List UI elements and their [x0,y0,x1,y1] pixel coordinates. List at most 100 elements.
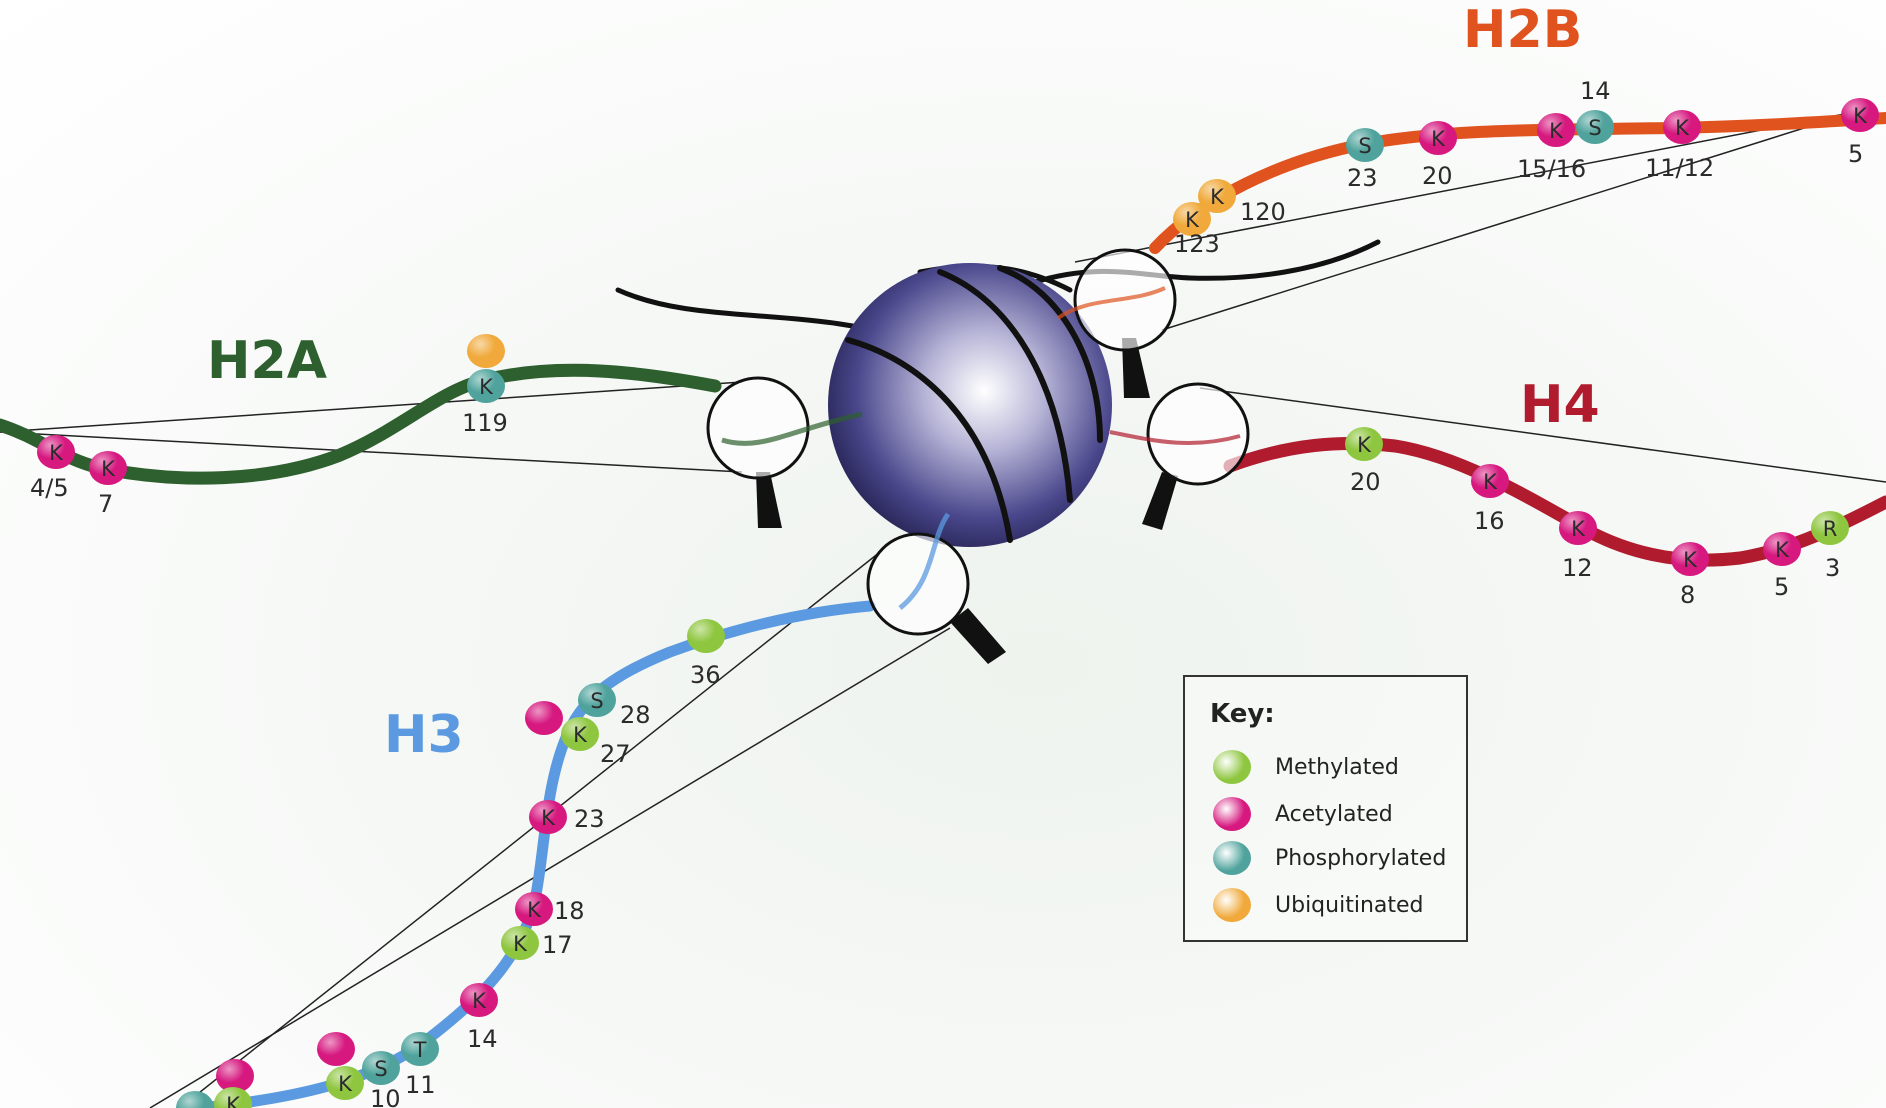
residue-letter: K [1571,517,1586,541]
bead-highlight [1419,121,1457,155]
h2b-magnifier [1056,248,1177,398]
h2a-title: H2A [207,331,327,391]
h2a-mark-unlabeled-3 [467,334,505,368]
legend-label-ubiquitinated: Ubiquitinated [1275,892,1424,918]
bead-highlight [1345,427,1383,461]
h3-magnifier-tail-segment [898,512,951,610]
residue-letter: K [1683,548,1698,572]
residue-position-label: 17 [542,931,573,959]
h2b-mark-11/12: K 11/12 [1645,110,1714,182]
nucleosome-dna-wrap [845,265,1103,543]
h2a-magnifier-lens [706,376,810,480]
h2b-mark-120: K 120 [1198,179,1286,226]
bead-highlight [578,683,616,717]
bead-highlight [1346,128,1384,162]
h2a-mark-4/5: K 4/5 [30,435,75,502]
h3-mark-36: 36 [687,619,725,689]
residue-position-label: 123 [1174,230,1220,258]
h4-mark-20: K20 [1345,427,1383,496]
bead-highlight [460,983,498,1017]
h4-mark-5: K5 [1763,532,1801,601]
h4-mark-16: K16 [1471,464,1509,535]
bead-highlight [89,451,127,485]
residue-position-label: 120 [1240,198,1286,226]
ubiquitinated-swatch [1213,888,1251,922]
phosphorylated-swatch [1213,841,1251,875]
dna-wrap-1 [845,337,1013,543]
bead-highlight [216,1059,254,1093]
h4-magnifier [1109,382,1250,530]
bead-highlight [317,1032,355,1066]
residue-position-label: 12 [1562,554,1593,582]
h3-tail [194,600,876,1108]
bead-highlight [1663,110,1701,144]
bead-highlight [1671,542,1709,576]
residue-letter: K [1357,433,1372,457]
h3-mark-unlabeled-13: K [214,1087,252,1108]
h2b-mark-5: K5 [1841,98,1879,168]
h2a-mark-119: K 119 [462,369,508,437]
h2a-tail [0,363,722,485]
h3-mark-14: K14 [460,983,498,1053]
h2b-mark-15/16: K15/16 [1517,113,1586,183]
residue-position-label: 4/5 [30,474,69,502]
bead-highlight [515,892,553,926]
residue-letter: K [1210,185,1225,209]
h3-mark-unlabeled-2 [525,701,563,735]
bead-highlight [1173,202,1211,236]
h4-magnifier-lens [1146,382,1250,486]
h4-mark-8: K8 [1671,542,1709,609]
bead-highlight [561,717,599,751]
h3-zoom-line-top [179,551,881,1108]
h3-mark-10: K10 [326,1066,401,1108]
h3-title: H3 [384,705,464,765]
h2a-zoom-line-top [0,381,743,433]
residue-letter: K [338,1072,353,1096]
residue-position-label: 36 [690,661,721,689]
residue-letter: K [527,898,542,922]
residue-position-label: 23 [1347,164,1378,192]
h4-mark-12: K 12 [1559,511,1597,582]
h2a-zoom-line-bottom [0,431,743,473]
h3-magnifier-handle [950,608,1006,664]
h2b-tail [1149,112,1886,254]
h3-magnifier [866,512,1006,664]
bead-highlight [501,926,539,960]
legend-label-acetylated: Acetylated [1275,801,1393,827]
bead-highlight [1763,532,1801,566]
h2b-mark-14: S14 [1576,77,1614,144]
h2a-magnifier-tail-segment [721,411,863,446]
h2a-magnifier-handle [756,472,782,528]
residue-position-label: 27 [600,740,631,768]
bead-highlight [362,1051,400,1085]
residue-position-label: 23 [574,805,605,833]
bead-highlight [687,619,725,653]
legend-label-phosphorylated: Phosphorylated [1275,845,1447,871]
residue-letter: R [1823,517,1838,541]
residue-letter: S [1358,134,1371,158]
residue-letter: K [479,375,494,399]
h4-magnifier-tail-segment [1109,430,1241,445]
residue-letter: K [49,441,64,465]
residue-position-label: 119 [462,409,508,437]
nucleosome-core [828,263,1112,547]
residue-letter: K [573,723,588,747]
h2b-mark-20: K20 [1419,121,1457,190]
h2a-mark-7: K7 [89,451,127,518]
h4-magnifier-handle [1142,472,1178,530]
residue-position-label: 11/12 [1645,154,1714,182]
residue-letter: K [1675,116,1690,140]
h2b-mark-23: S 23 [1346,128,1384,192]
residue-letter: K [1431,127,1446,151]
acetylated-swatch [1213,797,1251,831]
residue-letter: K [1549,119,1564,143]
h2b-title: H2B [1463,0,1582,60]
residue-letter: K [1185,208,1200,232]
legend-label-methylated: Methylated [1275,754,1399,780]
residue-letter: K [541,806,556,830]
modification-marks: K4/5K7K119K123K120S23K20K15/16S14K11/12K… [30,77,1879,1108]
